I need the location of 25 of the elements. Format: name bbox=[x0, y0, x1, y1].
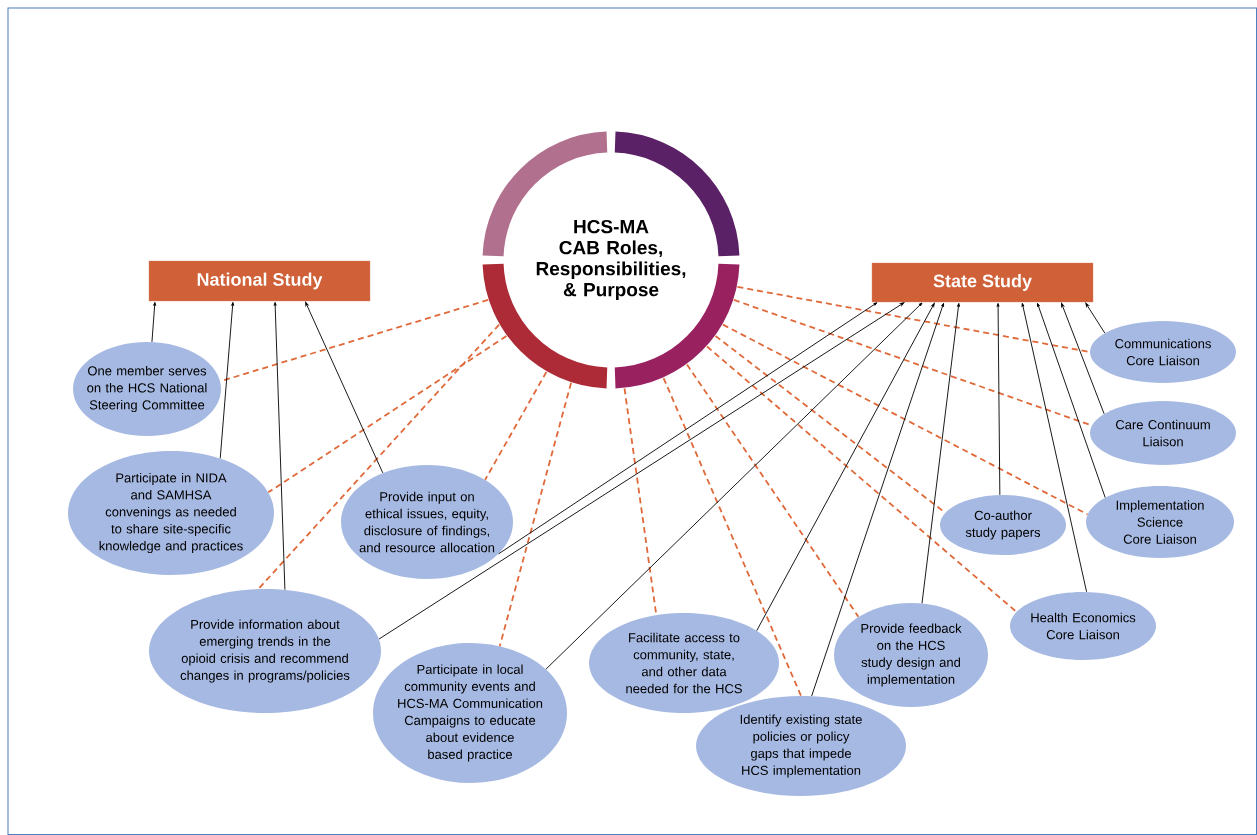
arrow bbox=[1061, 302, 1105, 415]
arrow bbox=[1021, 302, 1088, 593]
arrow bbox=[378, 302, 905, 640]
connector-line bbox=[686, 363, 860, 618]
arrow bbox=[1085, 302, 1106, 334]
arrow bbox=[756, 302, 935, 632]
arrow bbox=[811, 302, 945, 697]
arrow bbox=[921, 302, 960, 604]
arrow bbox=[498, 302, 878, 555]
connector-line bbox=[257, 323, 500, 590]
arrow bbox=[219, 301, 235, 459]
connector-line bbox=[662, 377, 802, 697]
arrow bbox=[1037, 302, 1106, 499]
arrow bbox=[545, 302, 923, 670]
connector-line bbox=[498, 382, 572, 648]
connector-line bbox=[484, 371, 548, 481]
connector-line bbox=[267, 335, 508, 494]
connector-line bbox=[722, 323, 1089, 516]
arrow bbox=[305, 301, 384, 474]
heading-box: National Study bbox=[148, 260, 371, 302]
heading-box: State Study bbox=[871, 262, 1094, 303]
arrow bbox=[273, 302, 286, 591]
arrow bbox=[151, 301, 157, 343]
connector-line bbox=[706, 345, 1018, 613]
arrow bbox=[996, 303, 1001, 496]
